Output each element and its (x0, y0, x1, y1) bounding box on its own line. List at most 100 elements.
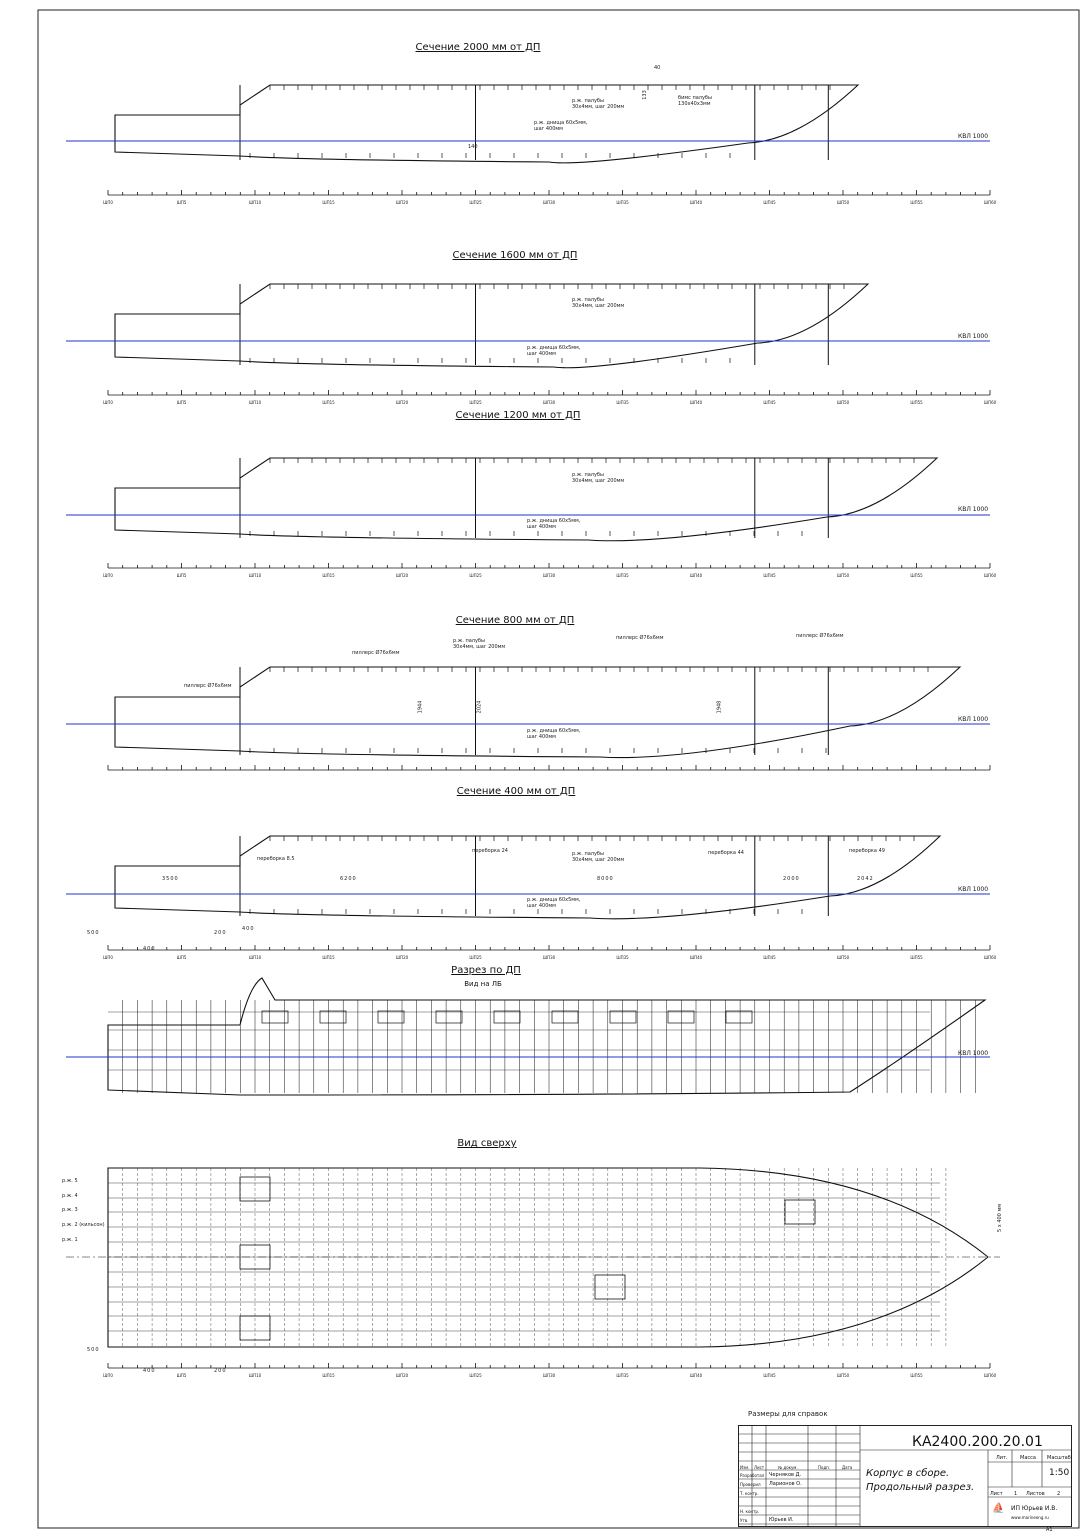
col-scale: Масштаб (1047, 1455, 1071, 1461)
frame-tick-label: ШП0 (103, 955, 113, 960)
sheet-label: Лист (990, 1491, 1003, 1497)
hull-profile-2 (114, 283, 870, 369)
frame-ruler-4 (107, 765, 991, 771)
top-width-dim: 5 х 400 мм (997, 1204, 1003, 1232)
sheets-count: 2 (1057, 1491, 1061, 1497)
hull-profile-3 (114, 457, 939, 542)
frame-tick-label: ШП55 (910, 400, 923, 405)
frame-tick-label: ШП20 (395, 573, 409, 578)
bottom-stiffener-note-3: р.ж. днища 60х5мм, шаг 400мм (527, 518, 581, 530)
waterline-label-4: КВЛ 1000 (958, 716, 989, 723)
scale-value: 1:50 (1049, 1468, 1070, 1478)
top-dim-200: 200 (214, 1368, 227, 1374)
bottom-stiffener-note-4: р.ж. днища 60х5мм, шаг 400мм (527, 728, 581, 740)
hull-top-view (66, 1167, 1000, 1348)
frame-tick-label: ШП15 (322, 400, 335, 405)
section-title-1600: Сечение 1600 мм от ДП (452, 250, 578, 261)
dim-400-a: 400 (143, 946, 156, 952)
frame-tick-label: ШП50 (836, 400, 850, 405)
frame-tick-label: ШП15 (322, 573, 335, 578)
frame-tick-label: ШП5 (176, 400, 187, 405)
section-title-800: Сечение 800 мм от ДП (455, 615, 575, 626)
top-dim-400: 400 (143, 1368, 156, 1374)
frame-tick-label: ШП45 (763, 955, 776, 960)
bottom-stiffener-note-1: р.ж. днища 60х5мм, шаг 400мм (534, 120, 588, 132)
dim-400-b: 400 (242, 926, 255, 932)
section-title-centerline: Разрез по ДП (451, 965, 521, 976)
section-title-400: Сечение 400 мм от ДП (456, 786, 576, 797)
dim-500-a: 500 (87, 930, 100, 936)
frame-tick-label: ШП5 (176, 200, 187, 205)
frame-tick-label: ШП60 (983, 955, 997, 960)
frame-tick-label: ШП45 (763, 400, 776, 405)
waterline-label-2: КВЛ 1000 (958, 333, 989, 340)
stringer-label-3: р.ж. 3 (62, 1207, 78, 1213)
frame-tick-label: ШП35 (616, 955, 629, 960)
frame-ruler-5 (107, 945, 991, 951)
waterline-label-6: КВЛ 1000 (958, 1050, 989, 1057)
frame-tick-label: ШП35 (616, 200, 629, 205)
frame-tick-label: ШП60 (983, 1373, 997, 1378)
bulkhead-8-5: переборка 8.5 (257, 856, 295, 862)
deck-stiffener-note-3: р.ж. палубы 30х4мм, шаг 200мм (572, 472, 625, 484)
sheets-label: Листов (1026, 1491, 1045, 1497)
frame-ruler-1 (107, 190, 991, 196)
frame-tick-label: ШП20 (395, 400, 409, 405)
deck-stiffener-note-4: р.ж. палубы 30х4мм, шаг 200мм (453, 638, 506, 650)
deck-stiffener-note-5: р.ж. палубы 30х4мм, шаг 200мм (572, 851, 625, 863)
drawing-code: КА2400.200.20.01 (912, 1434, 1043, 1450)
frame-tick-label: ШП50 (836, 955, 850, 960)
stringer-label-5: р.ж. 5 (62, 1178, 78, 1184)
length-6200: 6200 (340, 876, 357, 882)
frame-tick-label: ШП50 (836, 573, 850, 578)
frame-tick-label: ШП0 (103, 200, 113, 205)
drawing-name-line1: Корпус в сборе. (866, 1468, 950, 1479)
dim-140: 140 (468, 144, 478, 150)
frame-tick-label: ШП55 (910, 955, 923, 960)
frame-tick-label: ШП25 (469, 1373, 482, 1378)
hdr-sign: Подп. (818, 1465, 831, 1470)
hdr-date: Дата (842, 1465, 853, 1470)
frame-tick-label: ШП20 (395, 955, 409, 960)
frame-tick-label: ШП25 (469, 955, 482, 960)
waterline-label-3: КВЛ 1000 (958, 506, 989, 513)
role-tcontrol: Т. контр. (740, 1491, 759, 1496)
frame-tick-label: ШП40 (689, 1373, 703, 1378)
frame-tick-label: ШП30 (542, 955, 556, 960)
frame-tick-label: ШП40 (689, 400, 703, 405)
dim-40: 40 (654, 65, 661, 71)
role-approved: Утв. (740, 1518, 749, 1523)
pillar-note-3: пиллерс Ø76х6мм (796, 633, 844, 639)
bottom-stiffener-note-2: р.ж. днища 60х5мм, шаг 400мм (527, 345, 581, 357)
frame-tick-label: ШП40 (689, 955, 703, 960)
frame-tick-label: ШП10 (248, 955, 262, 960)
role-developer: Разработал (740, 1473, 765, 1478)
bulkhead-44: переборка 44 (708, 850, 744, 856)
frame-tick-label: ШП40 (689, 573, 703, 578)
hull-profile-4 (114, 666, 962, 759)
frame-tick-label: ШП35 (616, 400, 629, 405)
frame-tick-label: ШП30 (542, 200, 556, 205)
frame-tick-label: ШП10 (248, 200, 262, 205)
section-title-1200: Сечение 1200 мм от ДП (455, 410, 581, 421)
frame-ruler-top (107, 1363, 991, 1369)
company-name: ИП Юрьев И.В. (1011, 1505, 1058, 1512)
role-checker: Проверил (740, 1482, 761, 1487)
frame-tick-label: ШП0 (103, 1373, 113, 1378)
frame-tick-label: ШП60 (983, 573, 997, 578)
section-title-2000: Сечение 2000 мм от ДП (415, 42, 541, 53)
frame-tick-label: ШП35 (616, 1373, 629, 1378)
stringer-label-2: р.ж. 2 (кильсон) (62, 1222, 105, 1228)
frame-ruler-3 (107, 563, 991, 569)
deck-stiffener-note-2: р.ж. палубы 30х4мм, шаг 200мм (572, 297, 625, 309)
height-1948: 1948 (716, 700, 723, 714)
sheet-number: 1 (1014, 1491, 1018, 1497)
bulkhead-49: переборка 49 (849, 848, 885, 854)
frame-tick-label: ШП10 (248, 573, 262, 578)
drawing-name-line2: Продольный разрез. (866, 1482, 975, 1493)
dim-200-a: 200 (214, 930, 227, 936)
frame-tick-label: ШП25 (469, 573, 482, 578)
company-logo-icon: ⛵ (992, 1503, 1005, 1514)
frame-tick-label: ШП30 (542, 1373, 556, 1378)
